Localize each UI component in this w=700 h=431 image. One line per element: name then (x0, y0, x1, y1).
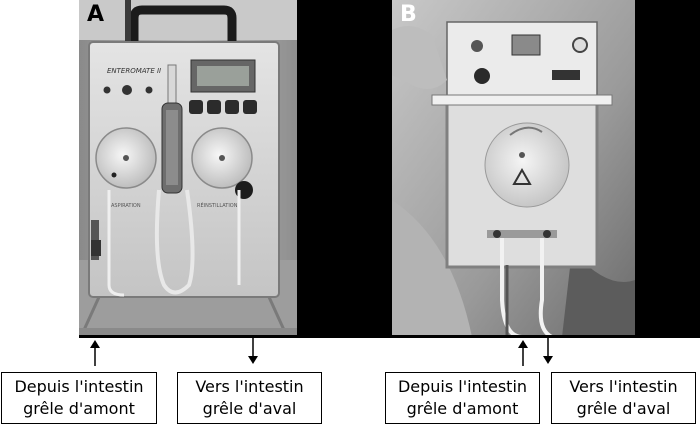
caption-b-downstream: Vers l'intestin grêle d'aval (551, 372, 696, 424)
arrow-up-icon (518, 340, 528, 366)
arrow-up-icon (90, 340, 100, 366)
caption-line: Vers l'intestin (569, 377, 678, 396)
photo-panel-b: B (392, 0, 635, 337)
left-wheel-label: ASPIRATION (111, 203, 141, 209)
baseline-rule (79, 335, 700, 338)
caption-a-downstream: Vers l'intestin grêle d'aval (177, 372, 322, 424)
panel-letter-a: A (87, 2, 105, 27)
caption-line: grêle d'aval (576, 399, 671, 418)
caption-a-upstream: Depuis l'intestin grêle d'amont (1, 372, 157, 424)
caption-line: grêle d'aval (202, 399, 297, 418)
arrow-down-icon (248, 338, 258, 364)
caption-line: grêle d'amont (406, 399, 519, 418)
panel-letter-b: B (400, 2, 417, 27)
device-label: ENTEROMATE II (107, 67, 161, 75)
photo-b-device (392, 0, 635, 337)
right-wheel-label: RÉINSTILLATION (197, 201, 238, 209)
caption-line: Vers l'intestin (195, 377, 304, 396)
arrow-down-icon (543, 338, 553, 364)
caption-line: Depuis l'intestin (397, 377, 528, 396)
photo-a-device: ENTEROMATE II (79, 0, 297, 337)
photo-panel-a: ENTEROMATE II (79, 0, 297, 337)
caption-line: Depuis l'intestin (14, 377, 144, 396)
caption-b-upstream: Depuis l'intestin grêle d'amont (385, 372, 540, 424)
photo-strip: ENTEROMATE II (79, 0, 700, 337)
caption-line: grêle d'amont (23, 399, 135, 418)
